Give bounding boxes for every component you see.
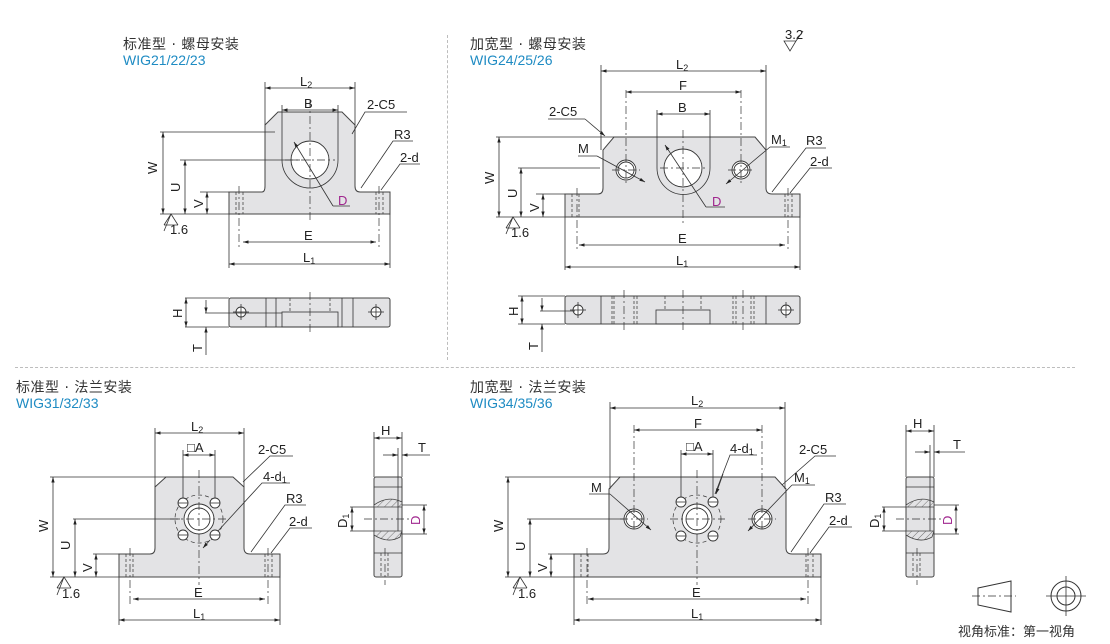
roughness-value: 1.6 (518, 586, 536, 601)
roughness-value: 1.6 (170, 222, 188, 237)
general-roughness-symbol: 3.2 (783, 27, 804, 52)
dim-U: U (58, 541, 73, 550)
dim-T: T (526, 342, 541, 350)
dim-E: E (692, 585, 701, 600)
callout-2-d: 2-d (400, 150, 419, 165)
dim-U: U (513, 542, 528, 551)
callout-R3: R3 (394, 127, 411, 142)
dim-U: U (505, 189, 520, 198)
callout-2-C5: 2-C5 (367, 97, 395, 112)
dim-H: H (506, 307, 521, 316)
dim-D: D (712, 194, 721, 209)
dim-L1: L1 (676, 253, 688, 269)
dim-L1: L1 (303, 250, 315, 266)
model-list-wide-flange: WIG34/35/36 (470, 395, 553, 411)
panel-title-standard-flange: 标准型 · 法兰安装 (16, 380, 133, 396)
dim-T: T (190, 344, 205, 352)
panel-title-wide-flange: 加宽型 · 法兰安装 (470, 380, 587, 396)
roughness-value: 1.6 (62, 586, 80, 601)
dim-L1: L1 (691, 606, 703, 622)
side-view-wide-flange: H T D1 D (867, 416, 965, 585)
callout-4-d1: 4-d1 (730, 441, 754, 457)
dim-H: H (913, 416, 922, 431)
dim-square-A: □A (686, 439, 703, 454)
dim-L2: L2 (691, 393, 703, 409)
callout-M: M (591, 480, 602, 495)
truncated-cone-icon (972, 580, 1016, 613)
dim-H: H (381, 423, 390, 438)
dim-F: F (694, 416, 702, 431)
panel-title-wide-nut: 加宽型 · 螺母安装 (470, 37, 587, 53)
callout-2-C5: 2-C5 (258, 442, 286, 457)
dim-V: V (191, 199, 206, 208)
callout-R3: R3 (286, 491, 303, 506)
dim-D1: D1 (867, 514, 883, 528)
roughness-value: 1.6 (511, 225, 529, 240)
top-view-standard-nut: H T (170, 292, 391, 355)
callout-2-d: 2-d (829, 513, 848, 528)
dim-F: F (679, 78, 687, 93)
dim-T: T (418, 440, 426, 455)
dim-D: D (338, 193, 347, 208)
dim-T: T (953, 437, 961, 452)
callout-R3: R3 (806, 133, 823, 148)
projection-standard-label: 视角标准：第一视角 (958, 625, 1076, 640)
horizontal-divider (15, 367, 1075, 368)
dim-W: W (36, 519, 51, 532)
front-view-wide-flange: L2 F □A W U V E L1 4-d1 2-C5 M M1 R3 2-d… (491, 393, 852, 625)
dim-E: E (194, 585, 203, 600)
callout-M1: M1 (771, 132, 787, 148)
dim-W: W (482, 171, 497, 184)
dim-L2: L2 (191, 419, 203, 435)
dim-W: W (145, 161, 160, 174)
vertical-divider (447, 35, 448, 360)
model-list-wide-nut: WIG24/25/26 (470, 52, 553, 68)
front-view-standard-nut: L2 B W U V E L1 2-C5 D R3 2-d 1.6 (145, 74, 420, 268)
callout-2-C5: 2-C5 (549, 104, 577, 119)
dim-E: E (304, 228, 313, 243)
callout-2-d: 2-d (289, 514, 308, 529)
general-roughness-value: 3.2 (785, 27, 803, 42)
side-view-standard-flange: H T D1 D (335, 423, 430, 585)
dim-L2: L2 (300, 74, 312, 90)
callout-R3: R3 (825, 490, 842, 505)
dim-B: B (678, 100, 687, 115)
dim-V: V (80, 563, 95, 572)
dim-L2: L2 (676, 57, 688, 73)
callout-2-C5: 2-C5 (799, 442, 827, 457)
panel-title-standard-nut: 标准型 · 螺母安装 (123, 37, 240, 53)
dim-D: D (408, 516, 423, 525)
concentric-circles-icon (1046, 576, 1086, 616)
model-list-standard-nut: WIG21/22/23 (123, 52, 206, 68)
dim-E: E (678, 231, 687, 246)
callout-M1: M1 (794, 470, 810, 486)
dim-B: B (304, 96, 313, 111)
callout-M: M (578, 141, 589, 156)
top-view-wide-nut: H T (506, 290, 801, 352)
front-view-standard-flange: L2 □A W U V E L1 2-C5 4-d1 R3 2-d 1.6 (36, 419, 312, 625)
dim-D: D (940, 516, 955, 525)
dim-square-A: □A (187, 440, 204, 455)
dim-H: H (170, 309, 185, 318)
callout-4-d1: 4-d1 (263, 469, 287, 485)
dim-D1: D1 (335, 514, 351, 528)
dim-V: V (535, 563, 550, 572)
model-list-standard-flange: WIG31/32/33 (16, 395, 99, 411)
dim-W: W (491, 519, 506, 532)
dim-V: V (527, 203, 542, 212)
front-view-wide-nut: L2 F B W U V E L1 2-C5 M M1 D R3 2-d 1.6 (482, 57, 832, 270)
dim-U: U (168, 183, 183, 192)
callout-2-d: 2-d (810, 154, 829, 169)
dim-L1: L1 (193, 606, 205, 622)
